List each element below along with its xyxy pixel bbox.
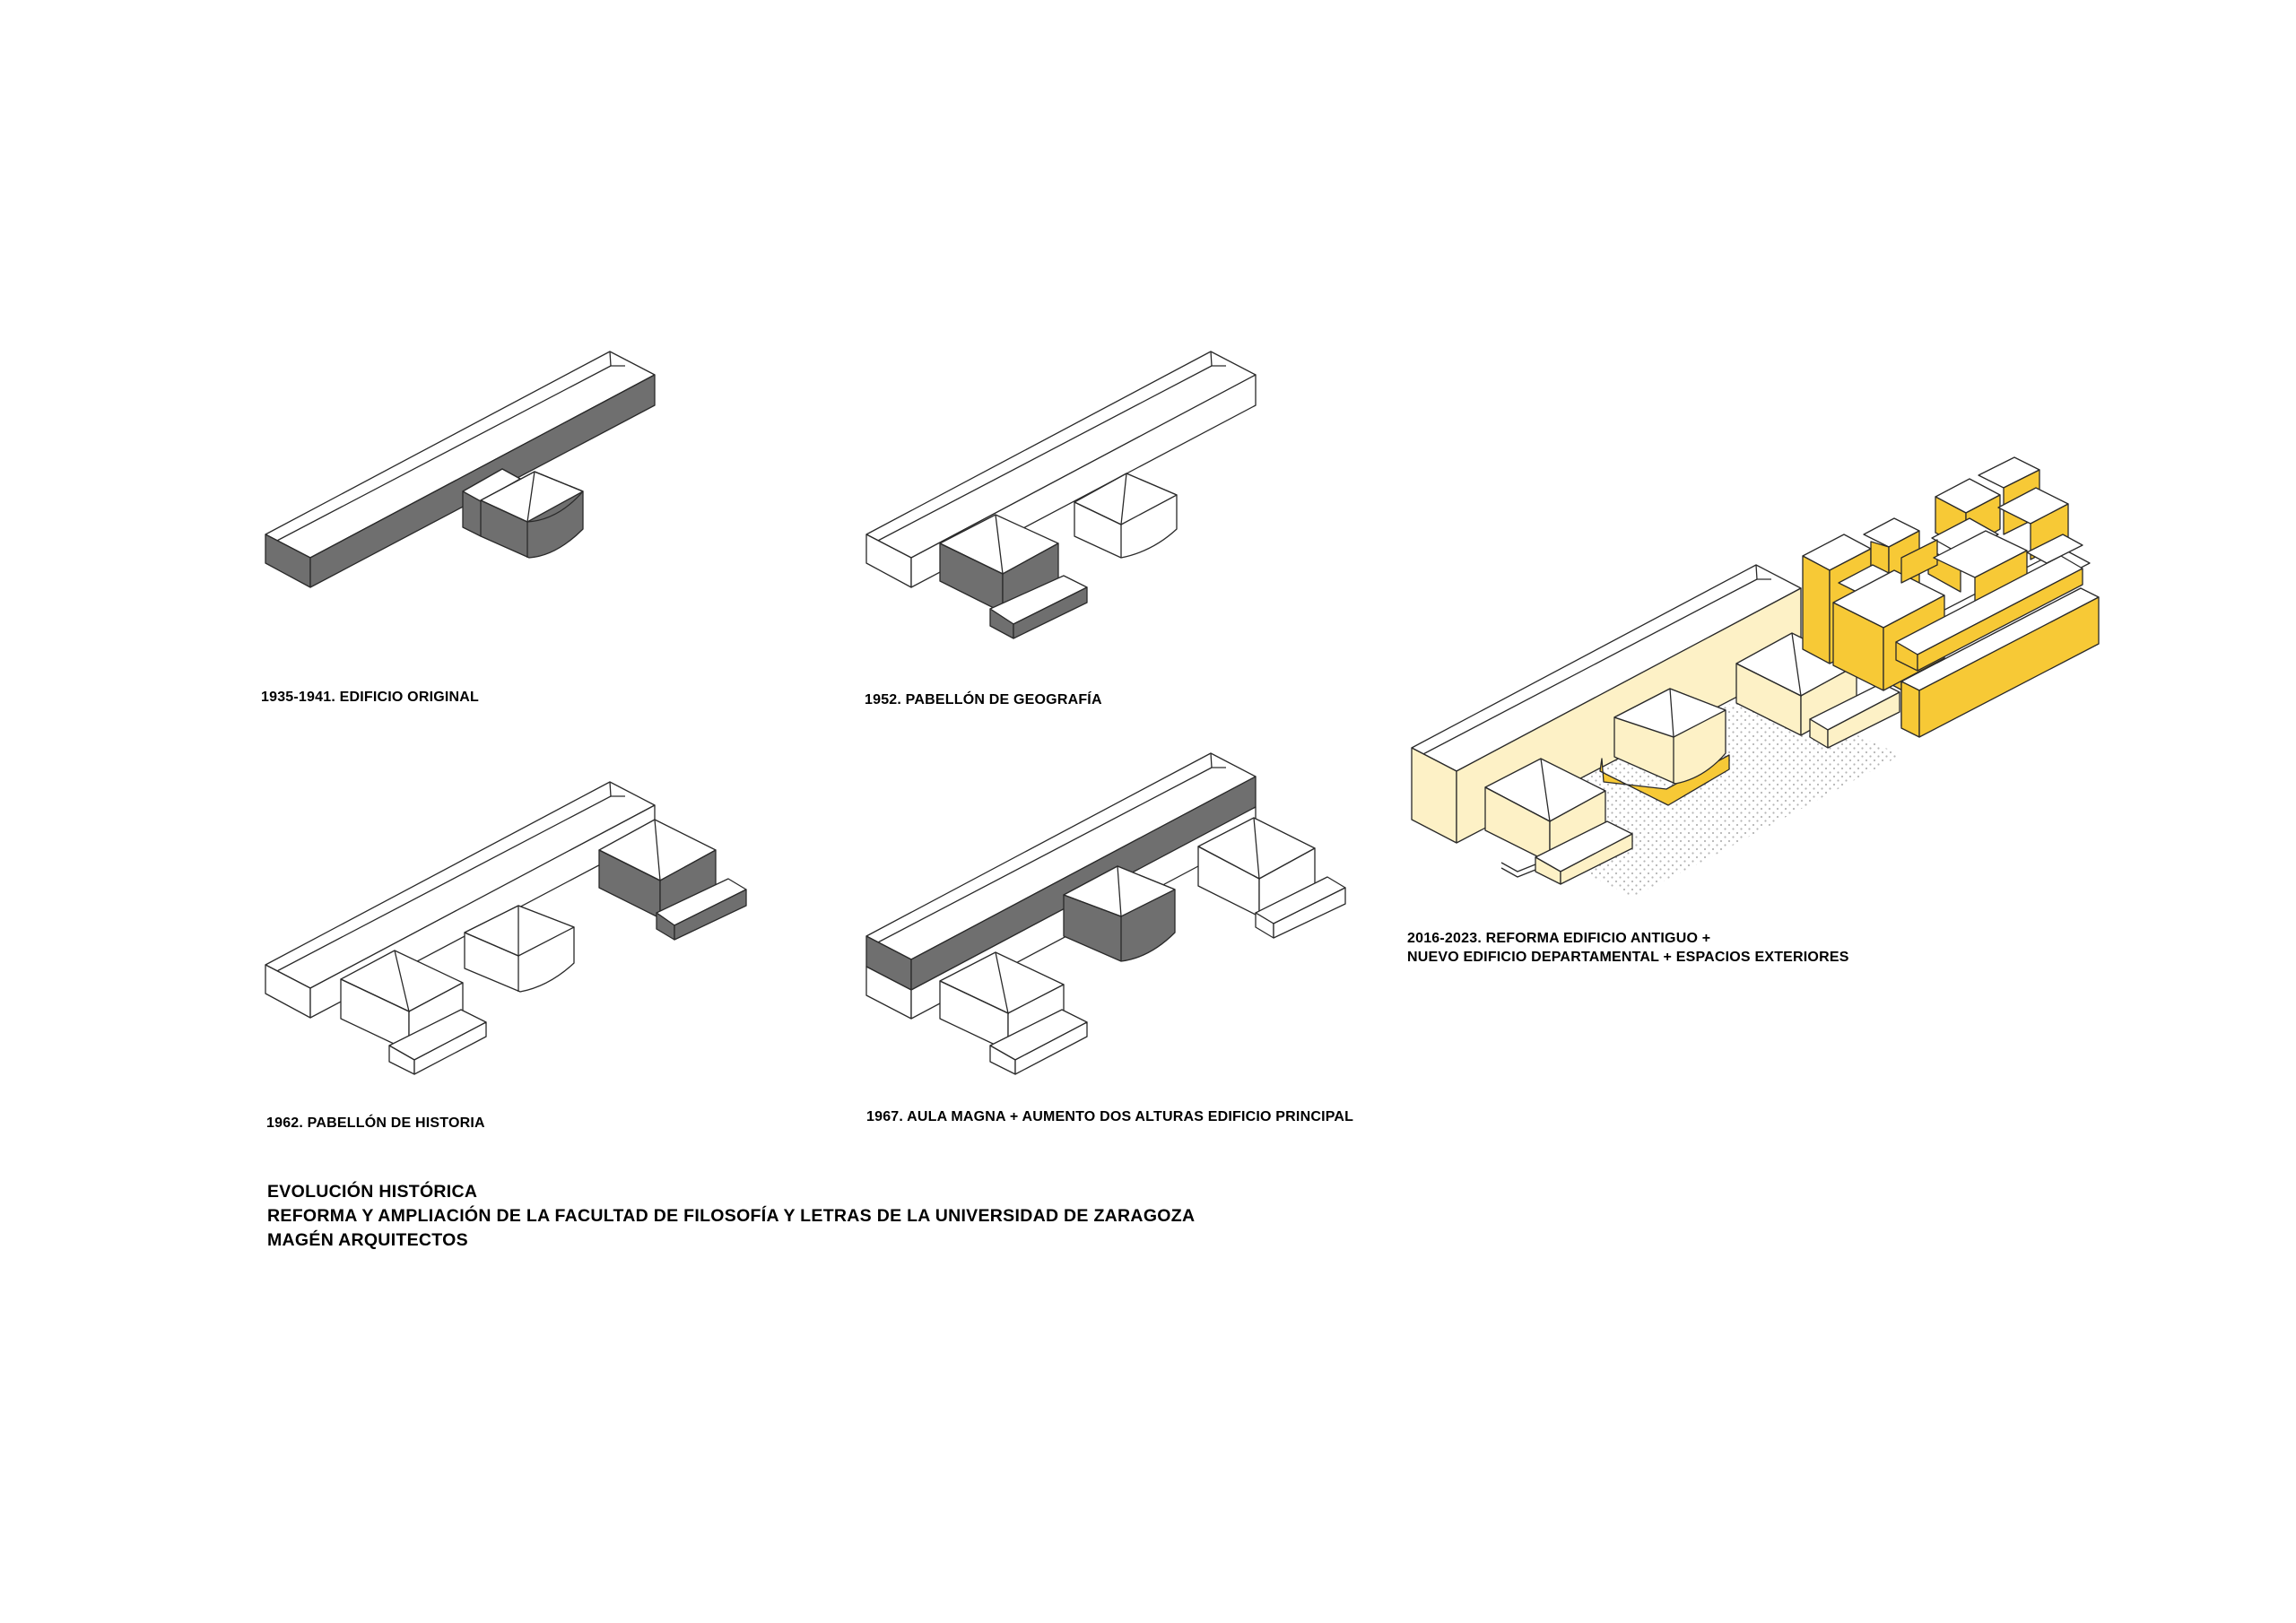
caption-1967: 1967. AULA MAGNA + AUMENTO DOS ALTURAS E…: [866, 1109, 1354, 1124]
title-block: EVOLUCIÓN HISTÓRICA REFORMA Y AMPLIACIÓN…: [267, 1180, 1195, 1253]
caption-1952: 1952. PABELLÓN DE GEOGRAFÍA: [865, 692, 1102, 707]
center-pavilion-block: [464, 905, 575, 993]
main-building-block: [265, 351, 656, 588]
rear-pavilion-block: [1074, 473, 1178, 559]
axonometric-1952: [865, 351, 1257, 639]
caption-2016-2023-line1: 2016-2023. REFORMA EDIFICIO ANTIGUO +: [1407, 931, 1711, 946]
main-building-block: [865, 752, 1257, 1020]
axonometric-1967: [865, 752, 1346, 1075]
axonometric-2016-2023: [1411, 456, 2100, 897]
reformed-pavilion-c: [1484, 758, 1633, 885]
caption-2016-2023-line2: NUEVO EDIFICIO DEPARTAMENTAL + ESPACIOS …: [1407, 950, 1849, 965]
title-line-architects: MAGÉN ARQUITECTOS: [267, 1230, 468, 1250]
caption-1935-1941: 1935-1941. EDIFICIO ORIGINAL: [261, 690, 480, 705]
aula-magna-block: [1063, 865, 1176, 962]
main-building-block: [865, 351, 1257, 588]
front-pavilion-block: [340, 950, 487, 1075]
title-line-evolution: EVOLUCIÓN HISTÓRICA: [267, 1182, 478, 1202]
history-pavilion-block: [1197, 817, 1346, 939]
title-line-project: REFORMA Y AMPLIACIÓN DE LA FACULTAD DE F…: [267, 1206, 1196, 1226]
caption-1962: 1962. PABELLÓN DE HISTORIA: [266, 1115, 485, 1131]
pavilion-block: [480, 471, 584, 559]
reformed-pavilion-a: [1735, 632, 1900, 749]
axonometric-1935: [265, 351, 656, 588]
caption-2016-2023: 2016-2023. REFORMA EDIFICIO ANTIGUO + NU…: [1407, 929, 1849, 967]
reformed-pavilion-b: [1599, 688, 1730, 806]
axonometric-1962: [265, 781, 747, 1075]
history-pavilion-block: [598, 819, 747, 941]
geography-pavilion-block: [939, 951, 1088, 1075]
geography-pavilion-block: [939, 514, 1088, 639]
new-departmental-building: [1802, 456, 2100, 738]
